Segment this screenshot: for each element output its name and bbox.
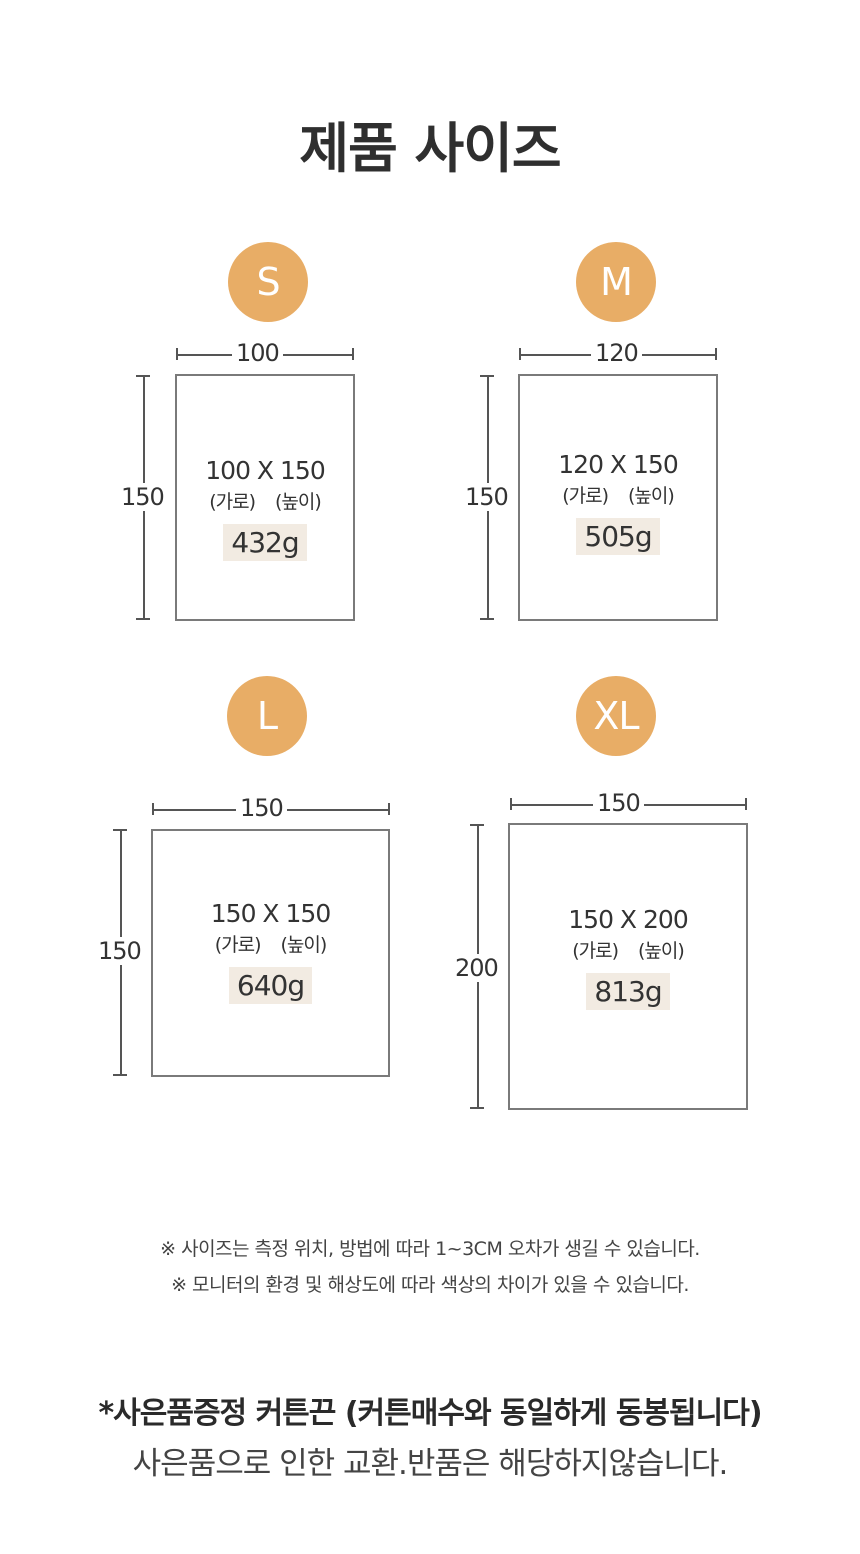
note-monitor: ※ 모니터의 환경 및 해상도에 따라 색상의 차이가 있을 수 있습니다. [171,1274,689,1296]
size-box-m: 120 X 150 (가로)(높이) 505g [518,374,718,621]
dimension-words-l: (가로)(높이) [214,934,328,956]
size-box-xl: 150 X 200 (가로)(높이) 813g [508,823,748,1110]
dimension-words-xl: (가로)(높이) [572,940,685,962]
size-box-s: 100 X 150 (가로)(높이) 432g [175,374,355,621]
weight-l: 640g [228,967,313,1004]
size-badge-s: S [228,242,308,322]
width-label-xl: 150 [593,789,644,817]
weight-m: 505g [576,518,660,555]
note-measurement: ※ 사이즈는 측정 위치, 방법에 따라 1~3CM 오차가 생길 수 있습니다… [160,1238,700,1260]
width-label-m: 120 [591,339,642,367]
page-title: 제품 사이즈 [299,117,561,180]
weight-s: 432g [223,524,307,561]
dimensions-text-l: 150 X 150 [210,899,331,928]
height-label-xl: 200 [451,954,502,982]
dimensions-text-xl: 150 X 200 [568,905,688,934]
dimension-words-s: (가로)(높이) [209,491,322,513]
dimensions-text-s: 100 X 150 [205,456,325,485]
gift-subtitle: 사은품으로 인한 교환.반품은 해당하지않습니다. [132,1446,729,1482]
dimension-words-m: (가로)(높이) [562,485,675,507]
weight-xl: 813g [586,973,670,1010]
size-badge-m: M [576,242,656,322]
height-label-m: 150 [461,483,512,511]
width-label-s: 100 [232,339,283,367]
height-label-l: 150 [94,937,145,965]
height-label-s: 150 [117,483,168,511]
dimensions-text-m: 120 X 150 [558,450,678,479]
size-badge-xl: XL [576,676,656,756]
width-label-l: 150 [236,794,287,822]
size-box-l: 150 X 150 (가로)(높이) 640g [151,829,390,1077]
gift-title: *사은품증정 커튼끈 (커튼매수와 동일하게 동봉됩니다) [98,1396,762,1431]
size-badge-l: L [227,676,307,756]
